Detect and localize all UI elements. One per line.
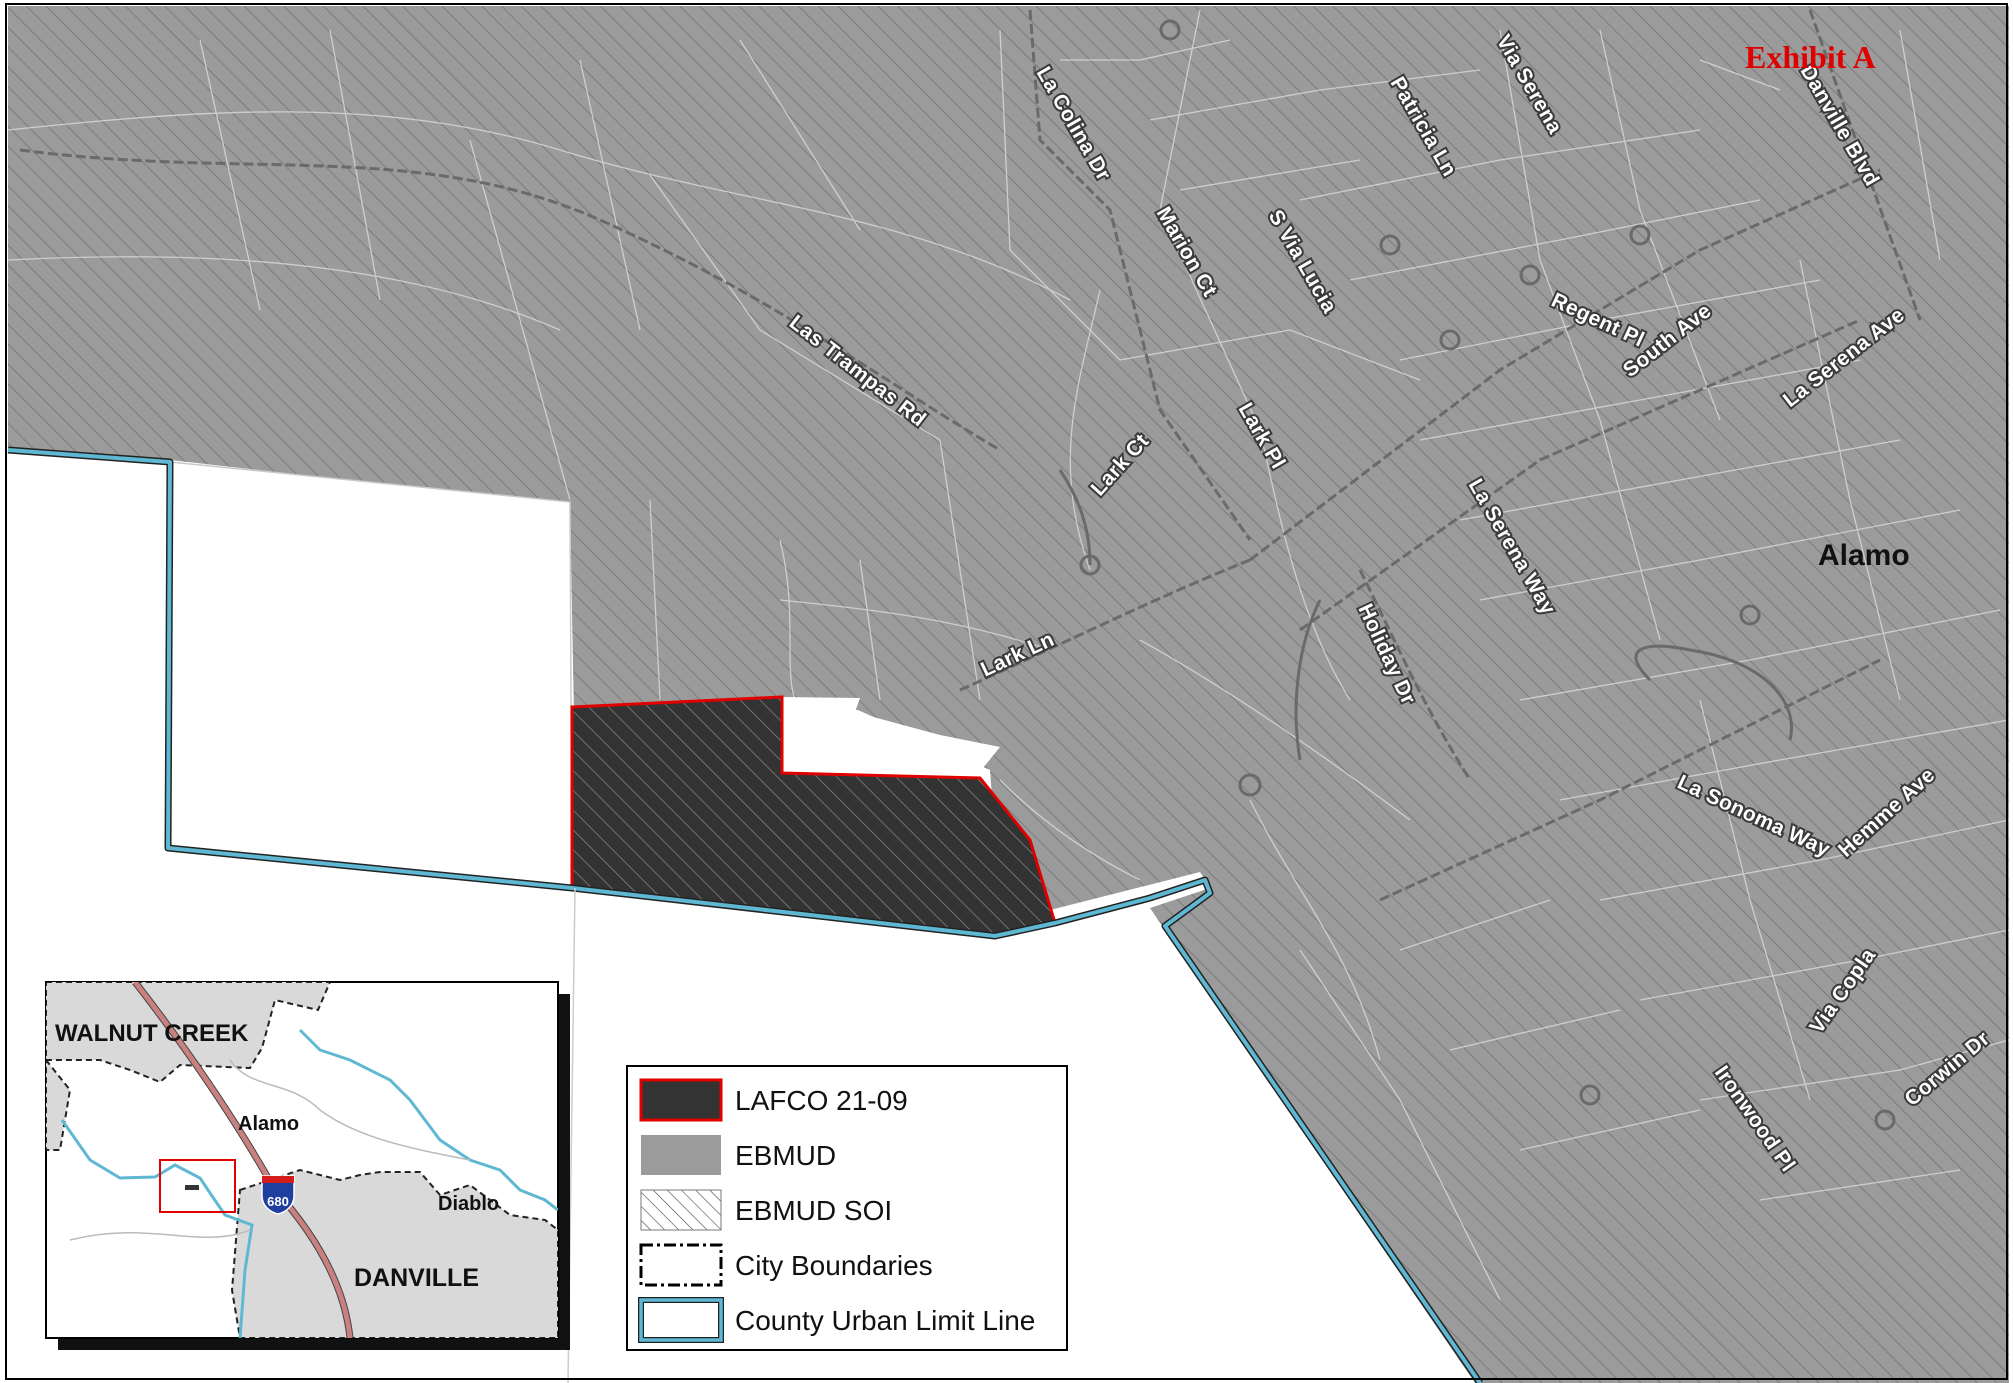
legend-item-lafco: LAFCO 21-09 <box>639 1078 908 1122</box>
map-frame <box>5 3 2008 1380</box>
parcel-lines <box>7 9 2010 1301</box>
legend-item-ebmud-soi: EBMUD SOI <box>640 1189 892 1231</box>
inset-danville <box>230 1168 558 1338</box>
legend-item-ebmud: EBMUD <box>641 1135 836 1175</box>
svg-text:EBMUD SOI: EBMUD SOI <box>735 1195 892 1226</box>
inset-southwest-city <box>46 1058 72 1151</box>
cul-de-sacs <box>1058 19 1896 1131</box>
legend: LAFCO 21-09 EBMUD EBMUD SOI City Boundar… <box>626 1065 1068 1351</box>
inset-urban-limit <box>60 1119 254 1338</box>
inset-label-danville: DANVILLE <box>354 1264 479 1292</box>
place-label-alamo: Alamo <box>1818 539 1910 572</box>
legend-item-urban-limit: County Urban Limit Line <box>638 1297 1035 1343</box>
svg-text:County Urban Limit Line: County Urban Limit Line <box>735 1305 1035 1336</box>
inset-walnut-creek <box>46 982 332 1084</box>
svg-text:City Boundaries: City Boundaries <box>735 1250 933 1281</box>
excluded-notch <box>782 697 1000 773</box>
exhibit-title: Exhibit A <box>1745 39 1876 75</box>
ebmud-area <box>8 6 2009 1383</box>
svg-text:EBMUD: EBMUD <box>735 1140 836 1171</box>
excluded-area <box>167 461 573 889</box>
road-centerlines <box>19 9 1922 902</box>
inset-map: 680 WALNUT CREEK Alamo Diablo DANVILLE <box>45 981 570 1350</box>
inset-label-diablo: Diablo <box>438 1193 499 1215</box>
legend-item-city-boundaries: City Boundaries <box>639 1243 933 1287</box>
inset-study-area-box <box>159 1159 236 1213</box>
svg-text:LAFCO 21-09: LAFCO 21-09 <box>735 1085 908 1116</box>
inset-label-walnut-creek: WALNUT CREEK <box>55 1020 249 1047</box>
svg-text:680: 680 <box>267 1194 289 1209</box>
inset-label-alamo: Alamo <box>238 1113 299 1135</box>
urban-limit-line <box>7 446 1483 1383</box>
lafco-area <box>570 695 1057 938</box>
inset-interstate-shield: 680 <box>261 1175 295 1215</box>
